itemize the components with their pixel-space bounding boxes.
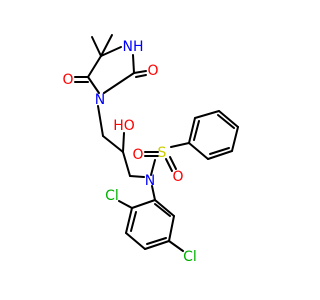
bond-choh-ch2 [122,151,131,177]
bond-c4-methyl-a [91,36,102,57]
bond-phenyl-6 [188,117,196,144]
bonds [74,34,239,252]
bond-aryl-4-inner [146,237,167,245]
bond-phenyl-2 [207,150,233,160]
atom-nh-ring: NH [123,39,144,55]
bond-s-phenyl [170,142,190,148]
bond-c2-o-double [135,74,147,78]
atom-o-ring-left: O [62,72,73,88]
bond-aryl-6-inner [154,203,171,217]
bond-phenyl-6-inner [193,120,200,141]
bond-c4-nh [100,46,122,57]
bond-n1-ch2 [97,105,104,137]
bond-aryl-6 [154,199,175,217]
bond-c2-n1 [103,72,135,94]
bond-aryl-cl-top [118,200,133,209]
atom-labels: NH N O O HO N S O O Cl Cl [62,39,196,265]
bond-phenyl-4 [218,110,239,128]
bond-phenyl-1 [188,142,209,160]
atom-n-ring: N [95,92,105,108]
bond-c2-o [133,70,147,74]
bond-phenyl-4-inner [217,114,235,129]
atom-cl-top: Cl [105,188,119,204]
atom-n-sulfonamide: N [145,173,155,189]
bond-phenyl-5 [194,110,220,119]
atom-oh: HO [113,118,135,134]
bond-ch2-choh [102,135,124,153]
bond-nh-c2 [132,54,135,74]
molecule-structure: NH N O O HO N S O O Cl Cl [62,34,239,265]
bond-choh-oh [122,132,125,153]
bond-aryl-2-inner [130,211,137,232]
bond-aryl-5 [168,215,175,242]
atom-o-s-bottom: O [172,169,183,185]
bond-aryl-4 [144,240,170,250]
bond-n-aryl [151,185,156,201]
bond-aryl-1 [131,199,156,209]
atom-o-ring-right: O [147,63,158,79]
bond-aryl-2 [125,207,133,234]
bond-s-o-bottom [165,158,173,172]
bond-n1-c5 [87,76,100,94]
bond-c4-methyl-b [100,34,113,57]
atom-cl-bottom: Cl [183,249,197,265]
bond-phenyl-2-inner [209,147,230,155]
atom-s: S [158,145,167,161]
bond-aryl-cl-bottom [168,240,184,252]
bond-aryl-3 [125,232,146,250]
bond-ch2-n [129,175,145,178]
bond-c5-c4 [87,55,102,78]
bond-n-s [150,159,156,176]
bond-phenyl-3 [231,126,239,152]
bond-s-o-bottom-double [169,156,177,170]
atom-o-s-left: O [132,147,143,163]
